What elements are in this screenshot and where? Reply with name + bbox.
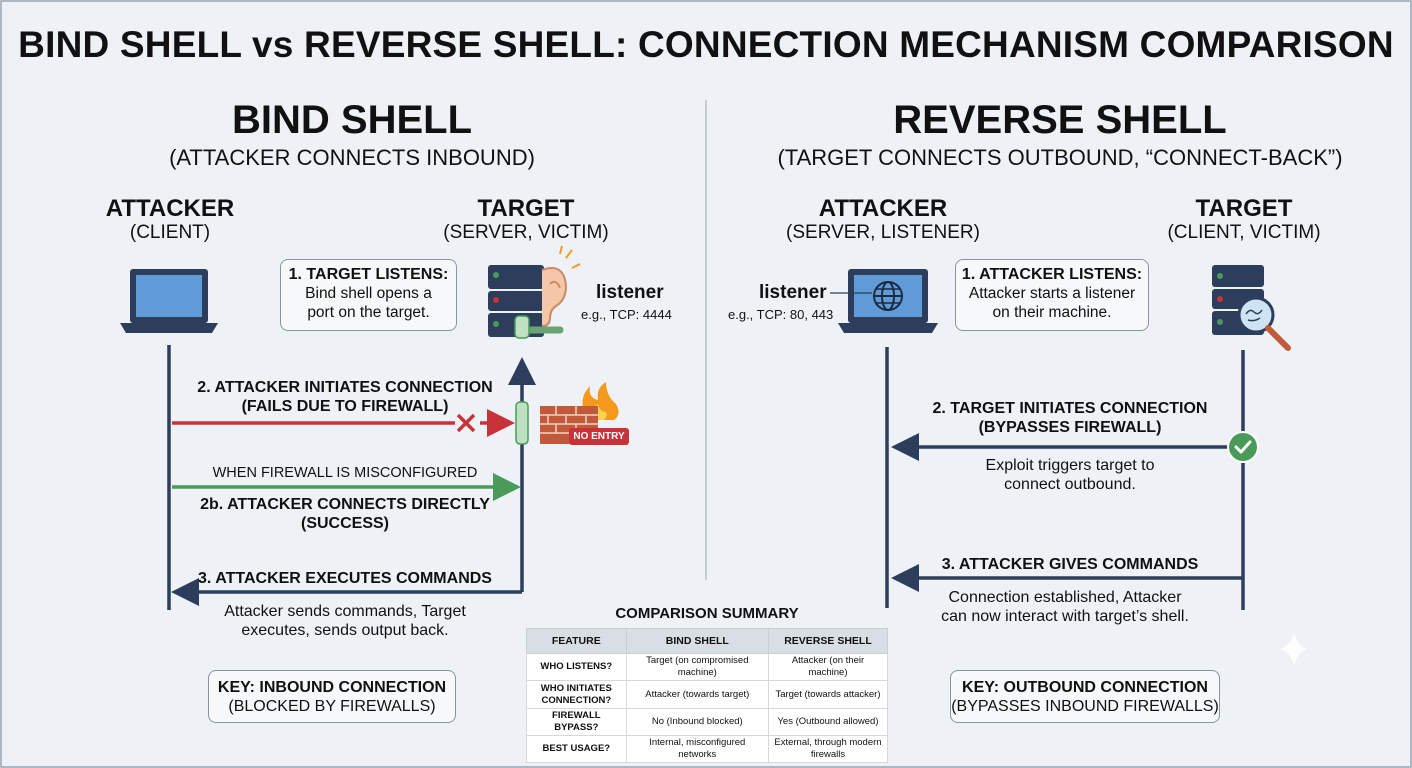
- reverse-step1-body1: Attacker starts a listener: [968, 285, 1136, 302]
- bind-step1-body2: port on the target.: [307, 304, 430, 321]
- bind-title: BIND SHELL: [232, 98, 472, 142]
- reverse-step1-head: 1. ATTACKER LISTENS:: [961, 266, 1143, 283]
- bind-listener-label: listener: [596, 282, 664, 303]
- reverse-listener-label: listener: [759, 282, 827, 303]
- reverse-step3-line1: 3. ATTACKER GIVES COMMANDS: [941, 556, 1199, 573]
- laptop-icon: [838, 269, 938, 333]
- table-cell: No (Inbound blocked): [625, 708, 769, 736]
- bind-key-line2: (BLOCKED BY FIREWALLS): [228, 698, 436, 715]
- bind-step2-line1: 2. ATTACKER INITIATES CONNECTION: [197, 379, 493, 396]
- bind-step3-line1: 3. ATTACKER EXECUTES COMMANDS: [198, 570, 492, 587]
- bind-step3-body1: Attacker sends commands, Target: [224, 603, 466, 620]
- table-cell: Internal, misconfigured networks: [625, 735, 769, 763]
- table-cell: FIREWALL BYPASS?: [526, 708, 627, 736]
- reverse-target-sub: (CLIENT, VICTIM): [1167, 222, 1321, 243]
- table-cell: Attacker (on their machine): [767, 653, 889, 681]
- table-header-feature: FEATURE: [526, 628, 627, 654]
- check-icon: [1227, 431, 1259, 463]
- sparkle-icon: [1280, 632, 1308, 666]
- reverse-attacker-sub: (SERVER, LISTENER): [786, 222, 980, 243]
- table-header-reverse: REVERSE SHELL: [767, 628, 889, 654]
- reverse-step3-body2: can now interact with target’s shell.: [941, 608, 1189, 625]
- summary-title: COMPARISON SUMMARY: [615, 605, 799, 622]
- no-entry-sign: NO ENTRY: [573, 431, 625, 442]
- table-header-row: FEATURE BIND SHELL REVERSE SHELL: [526, 628, 889, 654]
- reverse-step1-box: 1. ATTACKER LISTENS: Attacker starts a l…: [955, 259, 1149, 331]
- bind-step2b-line2: (SUCCESS): [300, 515, 389, 532]
- comparison-table: FEATURE BIND SHELL REVERSE SHELL WHO LIS…: [526, 628, 889, 763]
- reverse-step2-line1: 2. TARGET INITIATES CONNECTION: [932, 400, 1208, 417]
- bind-step1-head: 1. TARGET LISTENS:: [288, 266, 449, 283]
- main-title: BIND SHELL vs REVERSE SHELL: CONNECTION …: [18, 24, 1394, 65]
- reverse-key-line2: (BYPASSES INBOUND FIREWALLS): [951, 698, 1219, 715]
- table-cell: BEST USAGE?: [526, 735, 627, 763]
- bind-subtitle: (ATTACKER CONNECTS INBOUND): [169, 145, 535, 170]
- table-header-bind: BIND SHELL: [625, 628, 769, 654]
- bind-step2b-line1: 2b. ATTACKER CONNECTS DIRECTLY: [200, 496, 490, 513]
- table-row: BEST USAGE? Internal, misconfigured netw…: [526, 735, 889, 763]
- laptop-icon: [120, 269, 218, 333]
- table-row: FIREWALL BYPASS? No (Inbound blocked) Ye…: [526, 708, 889, 736]
- bind-key-box: KEY: INBOUND CONNECTION (BLOCKED BY FIRE…: [208, 670, 456, 723]
- table-cell: External, through modern firewalls: [767, 735, 889, 763]
- bind-attacker-label: ATTACKER: [105, 195, 235, 222]
- ear-icon: [541, 245, 581, 327]
- table-cell: Attacker (towards target): [625, 680, 769, 709]
- bind-step1-body1: Bind shell opens a: [305, 285, 432, 302]
- magnifier-icon: [1237, 296, 1291, 351]
- reverse-subtitle: (TARGET CONNECTS OUTBOUND, “CONNECT-BACK…: [777, 145, 1343, 170]
- bind-key-line1: KEY: INBOUND CONNECTION: [217, 679, 447, 696]
- reverse-step3-body1: Connection established, Attacker: [948, 589, 1182, 606]
- bind-misconfig-note: WHEN FIREWALL IS MISCONFIGURED: [212, 465, 478, 481]
- reverse-step2-line2: (BYPASSES FIREWALL): [978, 419, 1162, 436]
- reverse-listener-example: e.g., TCP: 80, 443: [728, 307, 834, 322]
- reverse-attacker-label: ATTACKER: [818, 195, 948, 222]
- bind-step3-body2: executes, sends output back.: [241, 622, 449, 639]
- reverse-step2-body2: connect outbound.: [1004, 476, 1136, 493]
- table-row: WHO LISTENS? Target (on compromised mach…: [526, 653, 889, 681]
- table-cell: Yes (Outbound allowed): [767, 708, 889, 736]
- table-row: WHO INITIATES CONNECTION? Attacker (towa…: [526, 680, 889, 709]
- bind-listener-example: e.g., TCP: 4444: [581, 307, 672, 322]
- reverse-key-line1: KEY: OUTBOUND CONNECTION: [962, 679, 1208, 696]
- port-block: [515, 401, 529, 445]
- table-cell: Target (towards attacker): [767, 680, 889, 709]
- reverse-title: REVERSE SHELL: [893, 98, 1227, 142]
- x-icon: [456, 413, 476, 433]
- reverse-key-box: KEY: OUTBOUND CONNECTION (BYPASSES INBOU…: [950, 670, 1220, 723]
- table-cell: WHO LISTENS?: [526, 653, 627, 681]
- table-cell: WHO INITIATES CONNECTION?: [526, 680, 627, 709]
- bind-step2-line2: (FAILS DUE TO FIREWALL): [241, 398, 449, 415]
- table-cell: Target (on compromised machine): [625, 653, 769, 681]
- globe-icon: [873, 281, 903, 311]
- firewall-icon: [540, 382, 629, 445]
- reverse-step1-body2: on their machine.: [992, 304, 1112, 321]
- bind-attacker-sub: (CLIENT): [129, 222, 211, 243]
- bind-target-label: TARGET: [477, 195, 575, 222]
- reverse-target-label: TARGET: [1195, 195, 1293, 222]
- bind-target-sub: (SERVER, VICTIM): [443, 222, 609, 243]
- bind-step1-box: 1. TARGET LISTENS: Bind shell opens a po…: [280, 259, 457, 331]
- reverse-step2-body1: Exploit triggers target to: [985, 457, 1155, 474]
